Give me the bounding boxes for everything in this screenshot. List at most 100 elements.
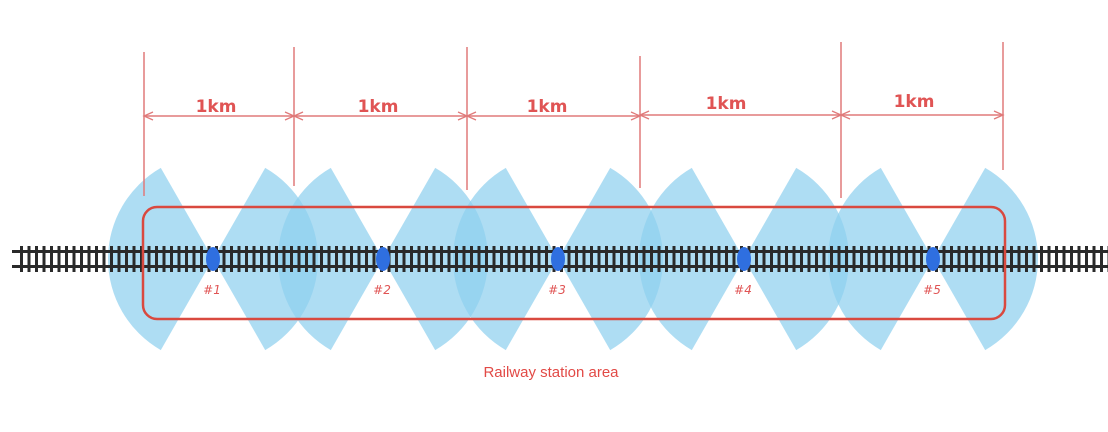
segment-distance-label: 1km: [706, 94, 747, 114]
railway-sleeper: [410, 246, 413, 272]
railway-sleeper: [260, 246, 263, 272]
railway-sleeper: [807, 246, 811, 272]
railway-sleeper: [845, 246, 848, 272]
railway-sleeper: [132, 246, 136, 272]
railway-sleeper: [957, 246, 961, 272]
dimension-arrow-left: [142, 111, 154, 121]
railway-sleeper: [755, 246, 758, 272]
railway-sleeper: [357, 246, 361, 272]
railway-sleeper: [582, 246, 586, 272]
coverage-sector-right: [558, 167, 663, 351]
railway-sleeper: [620, 246, 623, 272]
dimension-arrow-left: [292, 111, 304, 121]
railway-sleeper: [950, 246, 953, 272]
railway-sleeper: [305, 246, 308, 272]
railway-sleeper: [1055, 246, 1058, 272]
railway-sleeper: [140, 246, 143, 272]
base-station-marker: [737, 247, 751, 271]
railway-sleeper: [1100, 246, 1103, 272]
station-number-label: #3: [548, 283, 566, 297]
dimension-arrow-right: [630, 111, 642, 121]
railway-sleeper: [785, 246, 788, 272]
base-stations: #1#2#3#4#5: [203, 247, 941, 297]
railway-sleeper: [942, 246, 946, 272]
railway-sleeper: [680, 246, 683, 272]
railway-sleeper: [297, 246, 301, 272]
railway-sleeper: [72, 246, 76, 272]
railway-sleeper: [372, 246, 376, 272]
station-number-label: #2: [373, 283, 391, 297]
railway-sleeper: [627, 246, 631, 272]
railway-sleeper: [890, 246, 893, 272]
railway-sleeper: [1040, 246, 1043, 272]
railway-sleeper: [980, 246, 983, 272]
railway-sleeper: [492, 246, 496, 272]
railway-sleeper: [485, 246, 488, 272]
coverage-sector-left: [108, 167, 213, 351]
railway-sleeper: [897, 246, 901, 272]
railway-sleeper: [80, 246, 83, 272]
railway-sleeper: [545, 246, 548, 272]
railway-sleeper: [20, 246, 23, 272]
railway-sleeper: [155, 246, 158, 272]
railway-sleeper: [65, 246, 68, 272]
dimension-arrow-left: [465, 111, 477, 121]
railway-sleeper: [245, 246, 248, 272]
railway-sleeper: [1062, 246, 1066, 272]
railway-sleeper: [447, 246, 451, 272]
railway-sleeper: [462, 246, 466, 272]
railway-sleeper: [440, 246, 443, 272]
base-station-marker: [376, 247, 390, 271]
railway-sleeper: [177, 246, 181, 272]
railway-sleeper: [170, 246, 173, 272]
railway-sleeper: [597, 246, 601, 272]
coverage-sector-left: [639, 167, 744, 351]
station-number-label: #4: [734, 283, 752, 297]
segment-distance-label: 1km: [894, 92, 935, 112]
station-number-label: #1: [203, 283, 221, 297]
railway-sleeper: [635, 246, 638, 272]
railway-sleeper: [1085, 246, 1088, 272]
railway-sleeper: [822, 246, 826, 272]
railway-sleeper: [1092, 246, 1096, 272]
railway-sleeper: [612, 246, 616, 272]
railway-sleeper: [275, 246, 278, 272]
railway-sleeper: [725, 246, 728, 272]
coverage-sector-left: [453, 167, 558, 351]
railway-sleeper: [312, 246, 316, 272]
railway-sleeper: [852, 246, 856, 272]
dimension-arrow-left: [839, 110, 851, 120]
coverage-sector-right: [744, 167, 849, 351]
railway-sleeper: [860, 246, 863, 272]
railway-sleeper: [762, 246, 766, 272]
railway-sleeper: [650, 246, 653, 272]
coverage-sector-right: [933, 167, 1038, 351]
railway-sleeper: [590, 246, 593, 272]
railway-sleeper: [110, 246, 113, 272]
railway-sleeper: [267, 246, 271, 272]
railway-sleeper: [57, 246, 61, 272]
railway-sleeper: [717, 246, 721, 272]
railway-sleeper: [687, 246, 691, 272]
railway-sleeper: [1025, 246, 1028, 272]
railway-sleeper: [432, 246, 436, 272]
railway-sleeper: [477, 246, 481, 272]
railway-sleeper: [507, 246, 511, 272]
railway-sleeper: [35, 246, 38, 272]
railway-sleeper: [162, 246, 166, 272]
railway-sleeper: [1047, 246, 1051, 272]
railway-sleeper: [522, 246, 526, 272]
railway-sleeper: [837, 246, 841, 272]
base-station-marker: [926, 247, 940, 271]
railway-sleeper: [350, 246, 353, 272]
railway-sleeper: [1010, 246, 1013, 272]
base-station-marker: [551, 247, 565, 271]
railway-sleeper: [965, 246, 968, 272]
railway-sleeper: [117, 246, 121, 272]
railway-sleeper: [290, 246, 293, 272]
segment-distance-label: 1km: [358, 97, 399, 117]
railway-sleeper: [335, 246, 338, 272]
railway-sleeper: [282, 246, 286, 272]
railway-sleeper: [770, 246, 773, 272]
